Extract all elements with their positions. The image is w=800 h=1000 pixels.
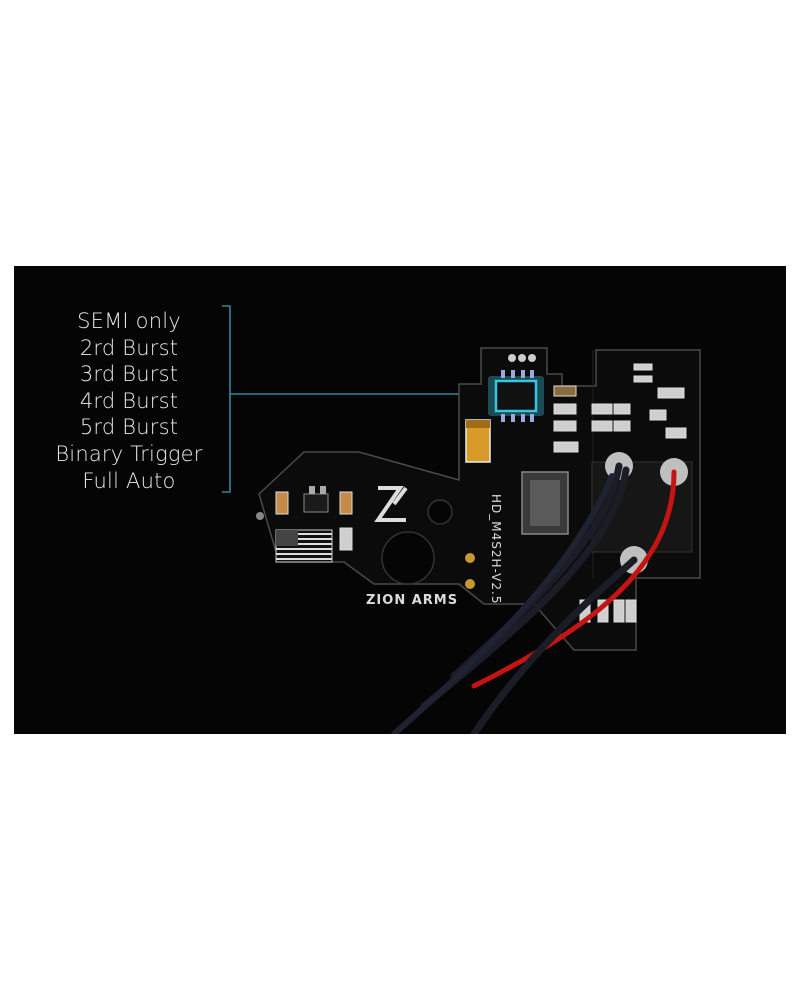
fire-mode-item: SEMI only	[77, 309, 181, 333]
board-silkscreen-text: ZION ARMS HD_M4S2H-V2.5	[366, 494, 503, 608]
highlighted-chip	[488, 354, 544, 422]
solder-pads	[465, 553, 475, 589]
fire-mode-list: SEMI only 2rd Burst 3rd Burst 4rd Burst …	[44, 308, 214, 494]
wires	[391, 462, 677, 734]
tantalum-capacitor	[465, 419, 491, 463]
smd-components	[275, 363, 687, 623]
fire-mode-item: Full Auto	[82, 468, 176, 493]
board-model-label: HD_M4S2H-V2.5	[489, 494, 503, 604]
fire-mode-item: 5rd Burst	[79, 415, 179, 440]
callout-bracket	[222, 305, 490, 493]
connector-block	[521, 452, 693, 574]
board-brand-label: ZION ARMS	[366, 593, 458, 608]
fire-mode-item: 4rd Burst	[79, 388, 179, 413]
circuit-board-illustration: ZION ARMS HD_M4S2H-V2.5	[222, 305, 701, 734]
fire-mode-item: 2rd Burst	[79, 335, 179, 360]
transistor	[303, 486, 329, 513]
fire-mode-item: 3rd Burst	[79, 362, 179, 387]
flag-icon	[275, 529, 333, 563]
product-image-panel: SEMI only 2rd Burst 3rd Burst 4rd Burst …	[14, 266, 786, 734]
zion-logo-icon	[374, 486, 408, 522]
mounting-holes	[256, 499, 453, 585]
fire-mode-item: Binary Trigger	[55, 441, 203, 466]
